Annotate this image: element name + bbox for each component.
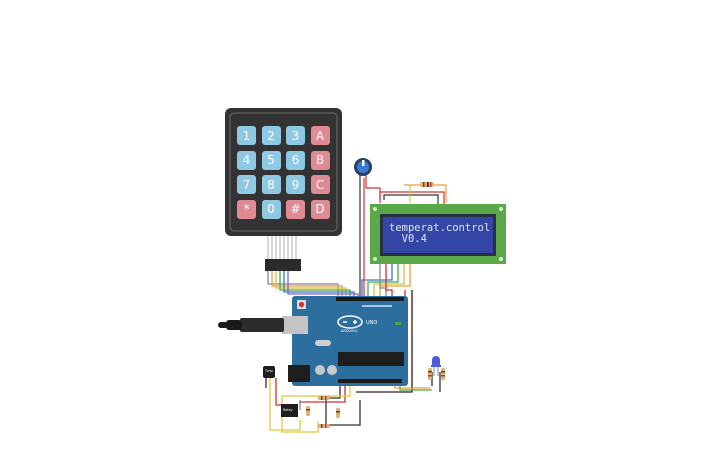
keypad-connector	[265, 259, 301, 271]
keypad-key[interactable]: 8	[261, 175, 281, 194]
keypad-key[interactable]: 1	[237, 126, 256, 145]
led[interactable]	[431, 356, 441, 376]
keypad-wires	[267, 271, 359, 296]
lcd-resistor[interactable]	[420, 182, 434, 187]
keypad-key[interactable]: 2	[261, 126, 281, 145]
relay-label: Relay	[283, 408, 293, 412]
keypad-key[interactable]: 4	[237, 150, 256, 170]
keypad-key[interactable]: C	[310, 175, 330, 194]
usb-cable	[218, 318, 284, 332]
keypad-key[interactable]: D	[310, 199, 330, 219]
arduino-uno-board[interactable]	[282, 296, 408, 386]
lcd-display-text: temperat.control V0.4	[389, 223, 493, 253]
keypad-key[interactable]: 7	[237, 175, 256, 194]
lcd-line-1: temperat.control	[389, 222, 491, 234]
temperature-sensor[interactable]	[263, 366, 275, 378]
keypad-key[interactable]: 5	[261, 150, 281, 170]
arduino-brand-label: ARDUINO	[341, 329, 358, 333]
keypad-key[interactable]: 3	[286, 126, 305, 145]
keypad-key[interactable]: *	[237, 199, 256, 219]
keypad-key[interactable]: #	[286, 199, 305, 219]
keypad-key[interactable]: 0	[261, 199, 281, 219]
led-resistors[interactable]	[428, 368, 445, 380]
bottom-resistors[interactable]	[306, 396, 340, 428]
keypad-ribbon	[267, 236, 297, 260]
lcd-line-2: V0.4	[389, 233, 427, 245]
keypad-key[interactable]: 6	[286, 150, 305, 170]
keypad-key[interactable]: 9	[286, 175, 305, 194]
potentiometer[interactable]	[354, 158, 372, 176]
pot-wires	[359, 175, 447, 300]
relay-module[interactable]	[281, 404, 298, 417]
keypad-key[interactable]: B	[310, 150, 330, 170]
sensor-label: Tmp	[265, 369, 273, 373]
arduino-model-label: UNO	[366, 320, 378, 326]
keypad-key[interactable]: A	[310, 126, 330, 145]
lcd-module[interactable]	[370, 204, 506, 264]
